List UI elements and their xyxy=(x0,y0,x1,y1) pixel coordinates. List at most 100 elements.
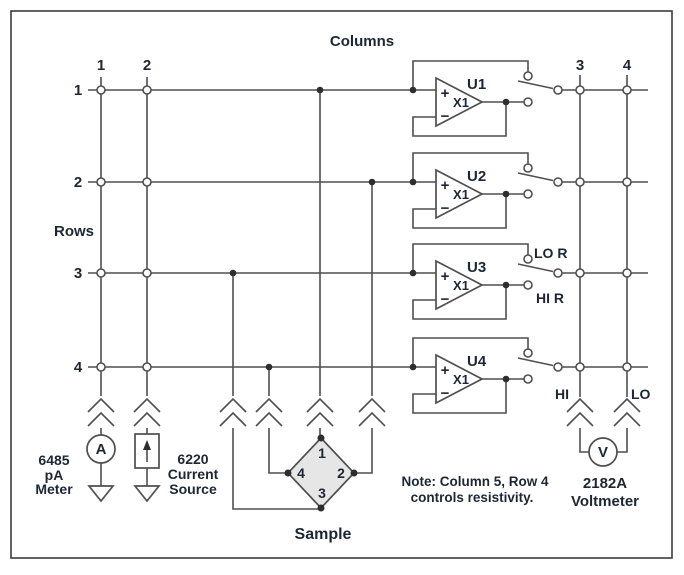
crosspoint-row4-col2[interactable] xyxy=(142,362,152,372)
column-wires xyxy=(100,75,628,453)
u4-input-junction-dot xyxy=(409,363,417,371)
u2-switch-top-contact[interactable] xyxy=(523,163,533,173)
u4-feedback-wire xyxy=(412,380,507,414)
note-line1: Note: Column 5, Row 4 xyxy=(401,474,548,489)
current-source-label-line1: 6220 xyxy=(177,451,208,467)
figure-border xyxy=(10,10,673,559)
u3-gain-label: X1 xyxy=(453,278,469,293)
ammeter-terminal-triangle xyxy=(87,485,115,503)
row4-to-sample4-wire-lower xyxy=(268,428,288,474)
u4-switch-common[interactable] xyxy=(553,362,563,372)
crosspoint-row2-col3[interactable] xyxy=(575,177,585,187)
u4-switch-top-contact[interactable] xyxy=(523,348,533,358)
crosspoint-row2-col4[interactable] xyxy=(622,177,632,187)
picoammeter: A 6485 pA Meter xyxy=(35,434,116,503)
crosspoint-row4-col1[interactable] xyxy=(96,362,106,372)
u3-switch-common[interactable] xyxy=(553,268,563,278)
u1-switch-top-contact[interactable] xyxy=(523,71,533,81)
u4-input-tap-wire xyxy=(412,337,529,367)
row1-sample-junction-dot xyxy=(316,86,324,94)
crosspoint-row2-col1[interactable] xyxy=(96,177,106,187)
u1-switch-blade[interactable] xyxy=(517,80,554,90)
u3-plus-input-label: + xyxy=(441,268,450,285)
u4-switch-blade[interactable] xyxy=(517,357,554,367)
row2-sample-junction-dot xyxy=(368,178,376,186)
u3-output-junction-dot xyxy=(502,281,510,289)
columns-title: Columns xyxy=(330,33,394,50)
u1-input-junction-dot xyxy=(409,86,417,94)
u2-plus-input-label: + xyxy=(441,177,450,194)
voltmeter-lo-label: LO xyxy=(631,386,651,402)
voltmeter-label-line1: 2182A xyxy=(583,475,627,492)
crosspoint-row4-col4[interactable] xyxy=(622,362,632,372)
row-4-cell: U4 X1 + − xyxy=(88,337,648,414)
u4-gain-label: X1 xyxy=(453,372,469,387)
crosspoint-row1-col4[interactable] xyxy=(622,85,632,95)
u3-switch-blade[interactable] xyxy=(517,263,554,273)
current-source-label-line3: Source xyxy=(169,481,217,497)
row-3-label: 3 xyxy=(74,265,82,282)
current-source-label-line2: Current xyxy=(168,466,219,482)
crosspoint-row1-col2[interactable] xyxy=(142,85,152,95)
u1-minus-input-label: − xyxy=(441,108,450,125)
note-line2: controls resistivity. xyxy=(411,490,534,505)
u1-input-tap-wire xyxy=(412,60,529,90)
crosspoint-row1-col1[interactable] xyxy=(96,85,106,95)
u2-minus-input-label: − xyxy=(441,200,450,217)
u2-switch-blade[interactable] xyxy=(517,172,554,182)
voltmeter-circle-symbol xyxy=(588,437,618,467)
u1-designator: U1 xyxy=(467,76,486,93)
row-1-cell: U1 X1 + − xyxy=(88,60,648,137)
crosspoint-row2-col2[interactable] xyxy=(142,177,152,187)
u3-switch-top-contact[interactable] xyxy=(523,254,533,264)
cable-chevron-sample4 xyxy=(255,397,283,427)
row2-to-sample2-wire-lower xyxy=(354,428,373,474)
cable-chevron-sample2 xyxy=(358,397,386,427)
matrix-labels: Columns Rows 1 2 3 4 1 2 3 4 LO R HI R xyxy=(54,33,632,376)
u2-switch-common[interactable] xyxy=(553,177,563,187)
cable-chevron-column2 xyxy=(133,397,161,427)
current-source: 6220 Current Source xyxy=(133,433,219,503)
cable-chevrons xyxy=(87,397,641,427)
crosspoint-row3-col2[interactable] xyxy=(142,268,152,278)
crosspoint-row3-col1[interactable] xyxy=(96,268,106,278)
u2-switch-bottom-contact[interactable] xyxy=(523,189,533,199)
u4-plus-input-label: + xyxy=(441,362,450,379)
row-4-label: 4 xyxy=(74,359,83,376)
u1-switch-bottom-contact[interactable] xyxy=(523,97,533,107)
row-2-cell: U2 X1 + − xyxy=(88,152,648,229)
column-3-label: 3 xyxy=(576,57,584,74)
cable-chevron-column1 xyxy=(87,397,115,427)
row-2-label: 2 xyxy=(74,174,82,191)
u2-gain-label: X1 xyxy=(453,187,469,202)
crosspoint-row3-col3[interactable] xyxy=(575,268,585,278)
sample-label: Sample xyxy=(295,526,352,543)
sample-device: 1 2 3 4 Sample xyxy=(284,434,358,543)
ammeter-symbol-letter: A xyxy=(96,441,107,458)
u1-switch-common[interactable] xyxy=(553,85,563,95)
crosspoint-row1-col3[interactable] xyxy=(575,85,585,95)
u4-opamp-triangle xyxy=(435,353,484,405)
row-3-cell: U3 X1 + − xyxy=(88,243,648,320)
crosspoint-row4-col3[interactable] xyxy=(575,362,585,372)
u4-switch-bottom-contact[interactable] xyxy=(523,374,533,384)
row-1-label: 1 xyxy=(74,82,82,99)
row3-sample-junction-dot xyxy=(229,269,237,277)
u3-input-tap-wire xyxy=(412,243,529,273)
sample-terminal2-dot xyxy=(350,469,358,477)
sample-terminal1-label: 1 xyxy=(318,445,326,461)
row3-to-sample3-wire-lower xyxy=(232,428,321,510)
u3-input-junction-dot xyxy=(409,269,417,277)
u3-switch-bottom-contact[interactable] xyxy=(523,280,533,290)
u1-output-junction-dot xyxy=(502,98,510,106)
note: Note: Column 5, Row 4 controls resistivi… xyxy=(401,474,548,505)
crosspoint-row3-col4[interactable] xyxy=(622,268,632,278)
u1-opamp-triangle xyxy=(435,76,484,128)
sample-terminal3-dot xyxy=(317,504,325,512)
column-4-label: 4 xyxy=(623,57,632,74)
voltmeter-label-line2: Voltmeter xyxy=(571,493,639,510)
u4-minus-input-label: − xyxy=(441,385,450,402)
voltmeter: V HI LO 2182A Voltmeter xyxy=(555,386,651,510)
